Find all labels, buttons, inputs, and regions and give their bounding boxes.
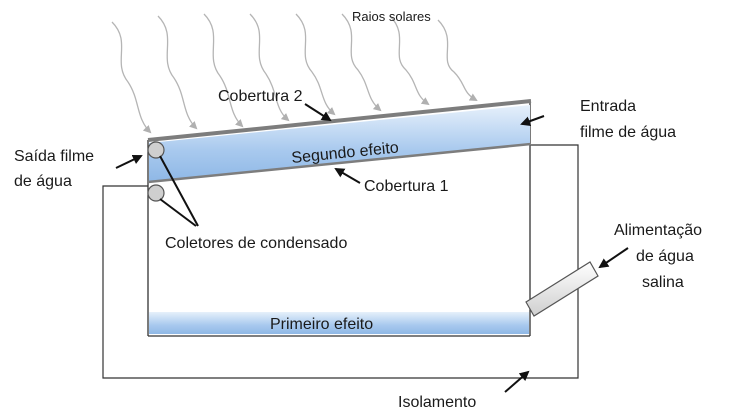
water-in-pointer bbox=[520, 115, 545, 126]
pointer-lines bbox=[115, 103, 629, 393]
insulation-line bbox=[102, 144, 579, 379]
water-out-pointer bbox=[115, 154, 143, 169]
cover2-pointer bbox=[304, 103, 332, 122]
water-film-in-label-2: filme de água bbox=[580, 124, 676, 141]
feed-pointer bbox=[598, 247, 629, 269]
cover-2 bbox=[147, 99, 532, 142]
water-film-out-label-2: de água bbox=[14, 173, 72, 190]
saline-feed-label-1: Alimentação bbox=[614, 222, 702, 239]
cover1-pointer bbox=[334, 167, 361, 184]
insulation-pointer bbox=[504, 370, 530, 393]
second-effect-water bbox=[149, 105, 530, 181]
first-effect-water bbox=[149, 312, 529, 334]
sun-rays-label: Raios solares bbox=[352, 9, 431, 24]
collector-bottom bbox=[147, 184, 165, 202]
cover-1 bbox=[147, 142, 532, 184]
first-effect-label: Primeiro efeito bbox=[270, 316, 373, 333]
collectors-label: Coletores de condensado bbox=[165, 235, 347, 252]
saline-feed-label-2: de água bbox=[636, 248, 694, 265]
sun-rays bbox=[111, 13, 478, 134]
water-film-out-label-1: Saída filme bbox=[14, 148, 94, 165]
saline-feed-pipe bbox=[525, 261, 599, 317]
saline-feed-label-3: salina bbox=[642, 274, 684, 291]
cover1-label: Cobertura 1 bbox=[364, 178, 449, 195]
cover2-label: Cobertura 2 bbox=[218, 88, 303, 105]
insulation-label: Isolamento bbox=[398, 394, 476, 411]
water-film-in-label-1: Entrada bbox=[580, 98, 636, 115]
collector-top bbox=[147, 141, 165, 159]
